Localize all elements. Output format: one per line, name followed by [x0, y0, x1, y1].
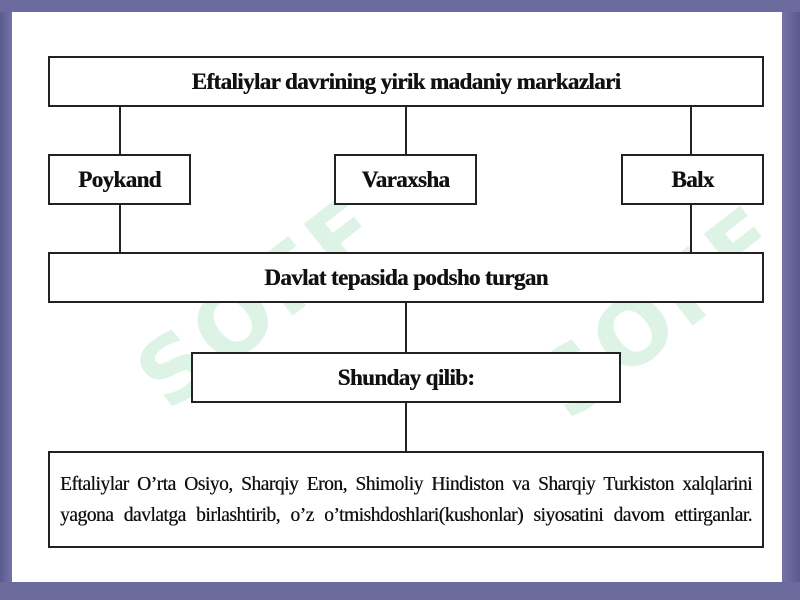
connector-top-right: [690, 106, 692, 154]
ruler-box: Davlat tepasida podsho turgan: [48, 252, 764, 303]
conclusion-label-box: Shunday qilib:: [191, 352, 621, 403]
center-label-varaxsha: Varaxsha: [361, 166, 450, 192]
center-box-varaxsha: Varaxsha: [334, 154, 477, 205]
center-box-poykand: Poykand: [48, 154, 191, 205]
diagram-title: Eftaliylar davrining yirik madaniy marka…: [191, 68, 621, 94]
frame-top-band: [0, 0, 800, 12]
connector-top-center: [405, 106, 407, 154]
connector-conclusion-text: [405, 402, 407, 452]
ruler-label: Davlat tepasida podsho turgan: [264, 264, 548, 290]
conclusion-text-line1: Eftaliylar O’rta Osiyo, Sharqiy Eron, Sh…: [60, 473, 753, 495]
conclusion-label: Shunday qilib:: [337, 364, 475, 390]
connector-balx-ruler: [690, 204, 692, 252]
connector-ruler-conclusion: [405, 302, 407, 352]
center-label-balx: Balx: [671, 166, 714, 192]
frame-bottom-band: [0, 582, 800, 600]
connector-poykand-ruler: [119, 204, 121, 252]
diagram-title-box: Eftaliylar davrining yirik madaniy marka…: [48, 56, 764, 107]
connector-top-left: [119, 106, 121, 154]
conclusion-text-line2: yagona davlatga birlashtirib, o’z o’tmis…: [60, 504, 753, 526]
conclusion-text-box: Eftaliylar O’rta Osiyo, Sharqiy Eron, Sh…: [48, 451, 764, 548]
center-box-balx: Balx: [621, 154, 764, 205]
conclusion-text: Eftaliylar O’rta Osiyo, Sharqiy Eron, Sh…: [50, 469, 762, 531]
center-label-poykand: Poykand: [78, 166, 161, 192]
